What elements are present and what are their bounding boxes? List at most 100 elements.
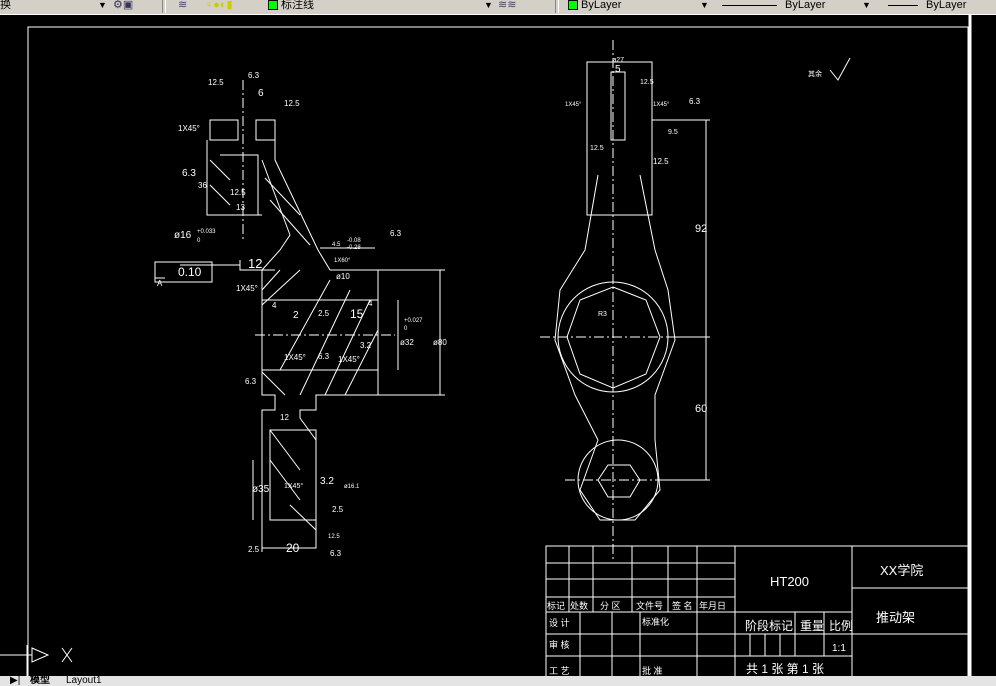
svg-text:1X45°: 1X45° [338,355,360,364]
svg-text:1X45°: 1X45° [565,102,582,108]
layer-state-icons[interactable]: ♀●◐▮ [205,0,233,11]
toolbar-separator [555,0,559,13]
linetype-value: ByLayer [785,0,826,11]
svg-text:4.5: 4.5 [332,242,341,248]
svg-text:标记: 标记 [547,600,565,611]
make-current-layer-icon[interactable]: ≋≋ [498,0,517,11]
svg-text:2.5: 2.5 [318,309,330,318]
svg-text:0: 0 [197,238,201,244]
svg-text:+0.027: +0.027 [404,318,423,324]
tab-layout1[interactable]: Layout1 [66,675,102,686]
svg-text:设 计: 设 计 [549,617,570,628]
svg-text:HT200: HT200 [770,574,809,589]
svg-text:6.3: 6.3 [182,168,196,179]
svg-text:1X45°: 1X45° [284,482,303,490]
dropdown-arrow-icon[interactable]: ▼ [98,0,107,10]
svg-text:13: 13 [236,203,245,212]
front-view [540,40,851,560]
svg-text:审 核: 审 核 [549,639,570,650]
lineweight-dropdown[interactable]: ByLayer [888,0,967,11]
svg-text:0: 0 [404,326,408,332]
dropdown-arrow-icon[interactable]: ▼ [700,0,709,10]
drawing-border [27,26,969,676]
svg-text:6.3: 6.3 [330,549,342,558]
svg-text:XX学院: XX学院 [880,563,923,578]
svg-text:标准化: 标准化 [642,616,669,627]
lineweight-value: ByLayer [926,0,967,11]
svg-text:+0.033: +0.033 [197,229,216,235]
svg-text:12: 12 [280,413,289,422]
svg-text:其余: 其余 [808,69,822,78]
svg-text:4: 4 [272,301,277,310]
layer-color-swatch [268,0,278,10]
svg-text:12.5: 12.5 [590,145,604,152]
color-dropdown[interactable]: ByLayer [568,0,622,11]
svg-text:分 区: 分 区 [600,601,621,611]
svg-text:12.5: 12.5 [230,188,246,197]
svg-text:0.10: 0.10 [178,265,202,279]
svg-text:ø16.1: ø16.1 [344,484,360,490]
svg-text:A: A [157,279,163,288]
svg-text:12.5: 12.5 [284,99,300,108]
layers-icon[interactable]: ≋ [178,0,188,11]
svg-text:1X45°: 1X45° [236,284,258,293]
svg-text:共 1 张 第 1 张: 共 1 张 第 1 张 [746,662,824,676]
layer-dropdown[interactable]: 标注线 [268,0,314,11]
svg-text:6.3: 6.3 [245,377,257,386]
linetype-control-fragment[interactable]: 换 [0,0,11,11]
layer-name: 标注线 [281,0,314,11]
svg-text:6.3: 6.3 [318,352,330,361]
svg-text:ø10: ø10 [336,272,350,281]
dropdown-arrow-icon[interactable]: ▼ [862,0,871,10]
svg-text:阶段标记: 阶段标记 [745,618,793,633]
svg-text:文件号: 文件号 [636,600,663,611]
svg-text:12: 12 [248,256,262,271]
svg-text:R3: R3 [598,311,607,318]
svg-text:4: 4 [368,299,373,308]
svg-text:36: 36 [198,181,207,190]
svg-text:12.5: 12.5 [208,78,224,87]
linetype-dropdown[interactable]: ByLayer [722,0,826,11]
tab-nav-icon[interactable]: ▶| [10,675,21,686]
svg-text:1X45°: 1X45° [653,102,670,108]
title-block-text: 标记处数 分 区 文件号 签 名年月日 设 计审 核 工 艺 标准化批 准 HT2… [547,563,923,676]
svg-text:6.3: 6.3 [689,97,701,106]
svg-text:签 名: 签 名 [672,600,693,611]
svg-text:工 艺: 工 艺 [549,666,570,676]
tab-model[interactable]: 模型 [30,675,50,686]
svg-text:比例: 比例 [829,619,853,633]
svg-text:1:1: 1:1 [832,643,846,654]
svg-text:处数: 处数 [570,600,588,611]
svg-text:3.2: 3.2 [360,341,372,350]
svg-text:ø32: ø32 [400,338,414,347]
color-value: ByLayer [581,0,622,11]
svg-text:1X45°: 1X45° [178,124,200,133]
svg-text:12.5: 12.5 [640,79,654,86]
svg-text:12.5: 12.5 [653,157,669,166]
dropdown-arrow-icon[interactable]: ▼ [484,0,493,10]
svg-text:6: 6 [258,88,264,99]
svg-text:15: 15 [350,307,364,321]
gear-icon[interactable]: ⚙▣ [113,0,134,11]
svg-text:ø80: ø80 [433,338,447,347]
svg-text:2.5: 2.5 [332,505,344,514]
layout-tabs: ▶| 模型 Layout1 [0,676,996,686]
svg-text:-0.28: -0.28 [347,245,361,251]
svg-text:2.5: 2.5 [248,545,260,554]
svg-text:3.2: 3.2 [320,476,334,487]
svg-text:2: 2 [293,310,299,321]
svg-text:92: 92 [695,223,707,235]
ucs-icon [0,645,73,676]
svg-text:年月日: 年月日 [699,600,726,611]
svg-text:20: 20 [286,541,300,555]
svg-text:5: 5 [615,64,621,75]
svg-text:批 准: 批 准 [642,665,663,676]
svg-text:重量: 重量 [800,619,824,633]
svg-text:ø27: ø27 [612,57,624,64]
properties-toolbar: 换 ▼ ⚙▣ ≋ ♀●◐▮ 标注线 ▼ ≋≋ ByLayer ▼ ByLayer… [0,0,996,15]
svg-text:1X45°: 1X45° [284,353,306,362]
svg-text:ø35: ø35 [252,484,270,495]
svg-text:6.3: 6.3 [390,229,402,238]
